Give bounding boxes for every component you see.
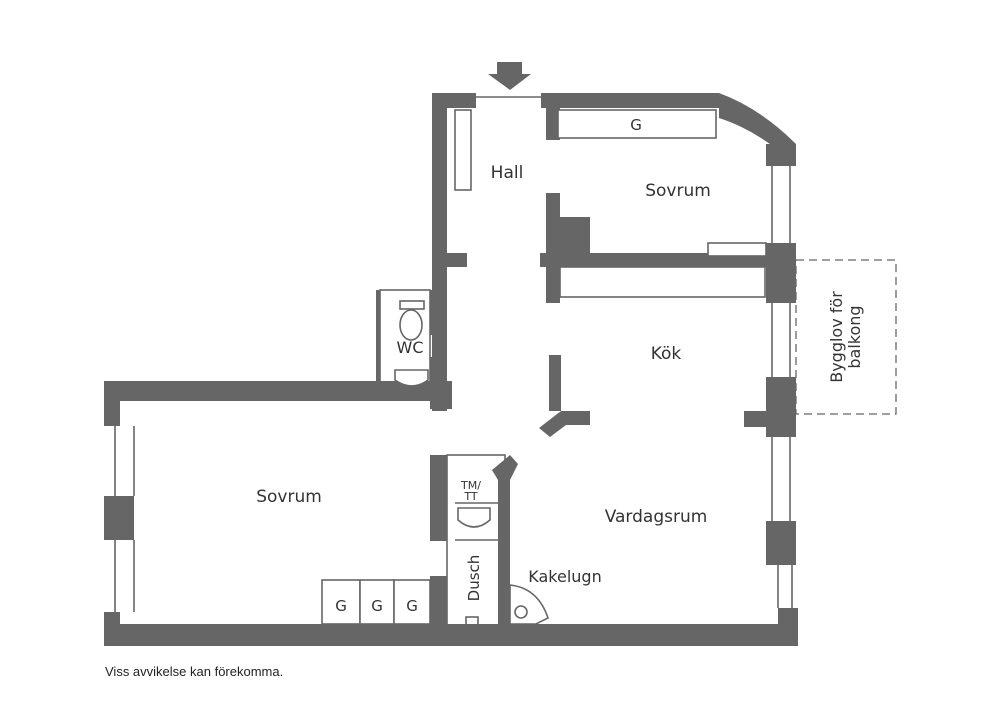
room-label-vardagsrum: Vardagsrum: [605, 507, 708, 527]
balcony-label-line1: Bygglov för: [827, 291, 846, 383]
tiled-stove-icon: [509, 584, 549, 625]
room-label-wc: WC: [397, 338, 424, 357]
room-label-sovrum: Sovrum: [256, 487, 322, 507]
wardrobe-label: G: [335, 597, 347, 615]
balcony-outline: [795, 259, 897, 415]
wardrobes: G G G G: [321, 116, 642, 625]
window-frames: [114, 96, 793, 612]
toilet-icon: [399, 300, 425, 341]
room-label-kakelugn: Kakelugn: [528, 567, 601, 586]
drain-icon: [465, 616, 479, 626]
sink-icon: [394, 369, 491, 528]
balcony-label-line2: balkong: [845, 305, 864, 368]
room-label-hall: Hall: [491, 163, 524, 183]
wardrobe-label: G: [406, 597, 418, 615]
room-label-dusch: Dusch: [465, 555, 483, 602]
outer-walls: [104, 93, 798, 646]
room-label-kok: Kök: [651, 344, 682, 364]
entrance-arrow-icon: [488, 62, 531, 90]
room-label-sovrum: Sovrum: [645, 181, 711, 201]
wardrobe-label: G: [630, 116, 642, 134]
wardrobe-label: G: [371, 597, 383, 615]
interior-walls: [376, 95, 775, 631]
disclaimer-note: Viss avvikelse kan förekomma.: [105, 664, 284, 679]
room-label-tm-tt: TM/TT: [460, 479, 481, 503]
balcony-label: Bygglov för balkong: [827, 291, 864, 383]
